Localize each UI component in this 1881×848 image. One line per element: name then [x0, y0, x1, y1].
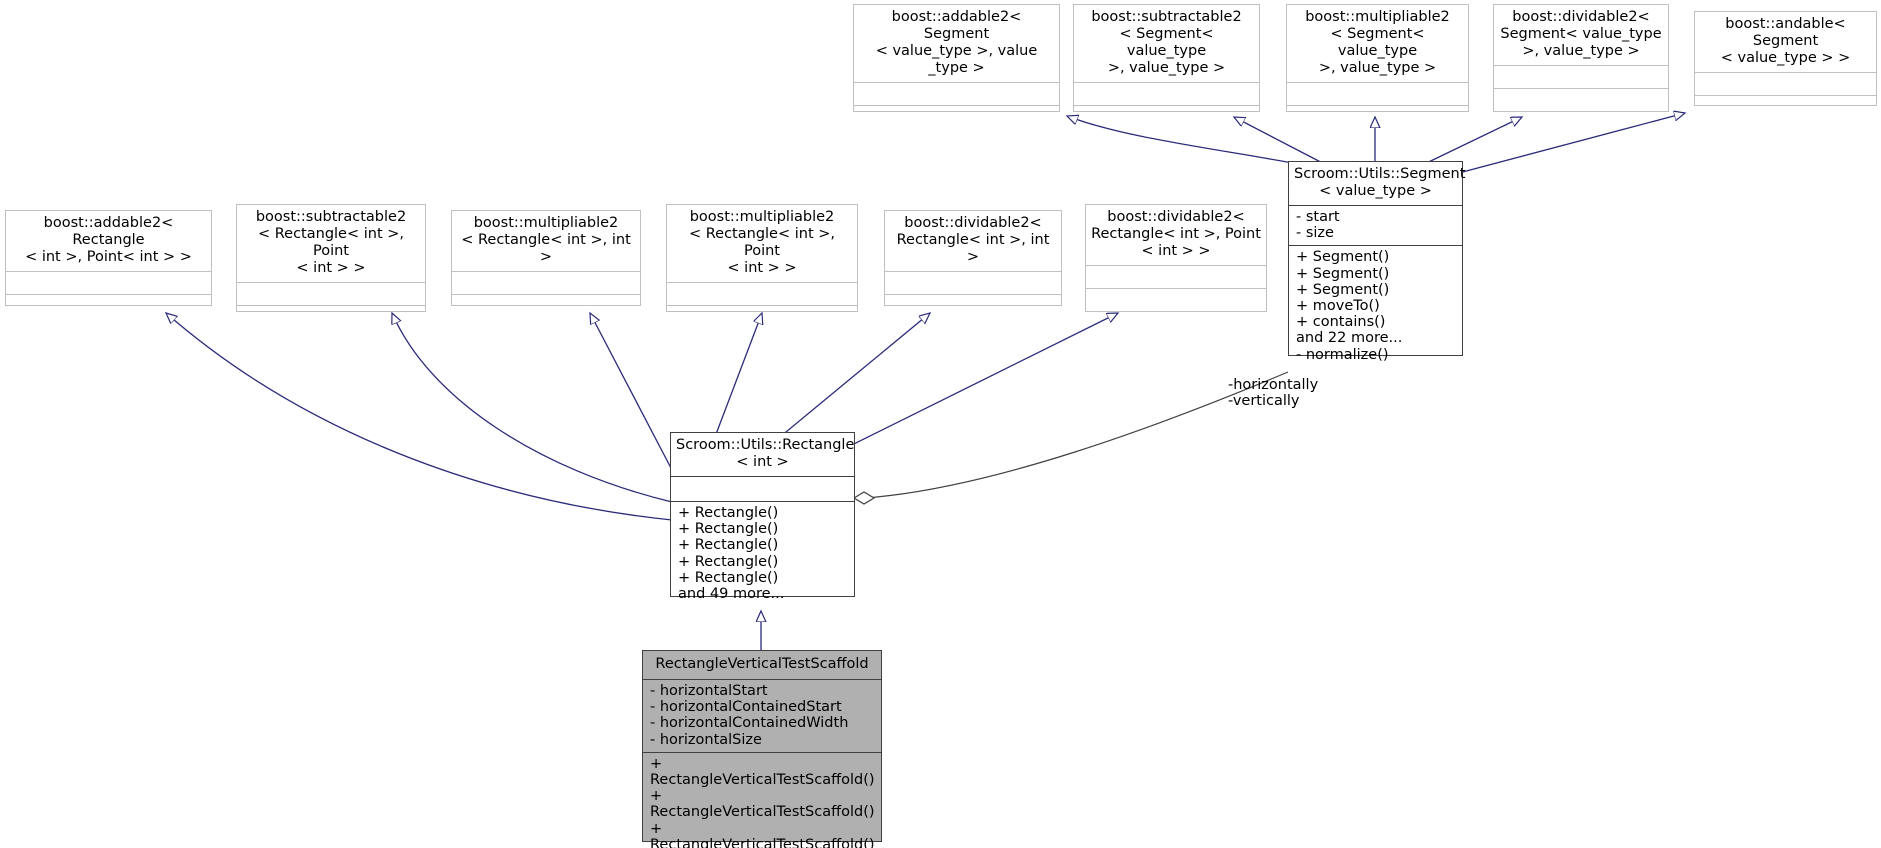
class-box-addable2-segment[interactable]: boost::addable2< Segment < value_type >,…	[853, 4, 1060, 112]
operations-compartment: + Segment() + Segment() + Segment() + mo…	[1296, 249, 1403, 363]
compartment-divider	[1086, 288, 1266, 289]
operations-compartment	[6, 295, 211, 317]
class-box-rectangle[interactable]: Scroom::Utils::Rectangle < int > + Recta…	[670, 432, 855, 602]
compartment-divider	[1494, 88, 1668, 89]
attributes-compartment	[885, 272, 1061, 294]
compartment-divider	[1287, 82, 1468, 83]
class-box-dividable2-rectangle-point[interactable]: boost::dividable2< Rectangle< int >, Poi…	[1085, 204, 1267, 312]
compartment-divider	[237, 305, 425, 306]
attributes-compartment	[1494, 66, 1668, 88]
attributes-compartment	[1287, 83, 1468, 105]
attributes-compartment	[1086, 266, 1266, 288]
compartment-divider	[885, 294, 1061, 295]
compartment-divider	[667, 282, 857, 283]
compartment-divider	[667, 305, 857, 306]
compartment-divider	[1086, 265, 1266, 266]
class-title: Scroom::Utils::Rectangle < int >	[671, 433, 854, 477]
operations-compartment: + RectangleVerticalTestScaffold() + Rect…	[650, 755, 875, 848]
compartment-divider	[6, 271, 211, 272]
class-title: boost::subtractable2 < Segment< value_ty…	[1091, 9, 1242, 76]
compartment-divider	[452, 294, 640, 295]
attributes-compartment	[6, 272, 211, 294]
operations-compartment	[452, 295, 640, 317]
compartment-divider	[1695, 72, 1876, 73]
class-title: boost::dividable2< Rectangle< int >, int…	[896, 215, 1050, 265]
compartment-divider	[885, 271, 1061, 272]
operations-compartment	[1074, 106, 1259, 128]
compartment-divider	[643, 751, 881, 753]
operations-compartment	[1287, 106, 1468, 128]
class-box-multipliable2-rectangle-point[interactable]: boost::multipliable2 < Rectangle< int >,…	[666, 204, 858, 312]
class-title: boost::multipliable2 < Rectangle< int >,…	[461, 215, 631, 265]
attributes-compartment	[1695, 73, 1876, 95]
class-title: boost::dividable2< Rectangle< int >, Poi…	[1091, 209, 1261, 259]
operations-compartment	[1086, 289, 1266, 311]
attributes-compartment: - horizontalStart - horizontalContainedS…	[650, 683, 849, 748]
compartment-divider	[1289, 245, 1462, 247]
operations-compartment	[1695, 96, 1876, 118]
association-role-labels: -horizontally -vertically	[1228, 377, 1319, 409]
class-title: boost::subtractable2 < Rectangle< int >,…	[255, 209, 407, 276]
operations-compartment: + Rectangle() + Rectangle() + Rectangle(…	[678, 505, 785, 603]
class-box-rectangle-vertical-test-scaffold[interactable]: RectangleVerticalTestScaffold - horizont…	[642, 650, 882, 848]
class-title: boost::dividable2< Segment< value_type >…	[1500, 9, 1662, 59]
class-title: Scroom::Utils::Segment < value_type >	[1289, 162, 1465, 206]
compartment-divider	[6, 294, 211, 295]
compartment-divider	[854, 105, 1059, 106]
compartment-divider	[1074, 105, 1259, 106]
class-box-multipliable2-rectangle-int[interactable]: boost::multipliable2 < Rectangle< int >,…	[451, 210, 641, 306]
attributes-compartment	[667, 283, 857, 305]
attributes-compartment	[237, 283, 425, 305]
compartment-divider	[1287, 105, 1468, 106]
compartment-divider	[854, 82, 1059, 83]
operations-compartment	[885, 295, 1061, 317]
class-box-dividable2-rectangle-int[interactable]: boost::dividable2< Rectangle< int >, int…	[884, 210, 1062, 306]
class-box-segment[interactable]: Scroom::Utils::Segment < value_type > - …	[1288, 161, 1465, 363]
class-title: boost::multipliable2 < Segment< value_ty…	[1305, 9, 1450, 76]
class-title: boost::addable2< Rectangle < int >, Poin…	[25, 215, 192, 265]
compartment-divider	[1074, 82, 1259, 83]
attributes-compartment	[452, 272, 640, 294]
class-box-andable-segment[interactable]: boost::andable< Segment < value_type > >	[1694, 11, 1877, 106]
attributes-compartment	[854, 83, 1059, 105]
class-title: boost::andable< Segment < value_type > >	[1720, 16, 1851, 66]
operations-compartment	[854, 106, 1059, 128]
attributes-compartment: - start - size	[1296, 209, 1340, 242]
compartment-divider	[237, 282, 425, 283]
compartment-divider	[1695, 95, 1876, 96]
operations-compartment	[1494, 89, 1668, 111]
compartment-divider	[452, 271, 640, 272]
class-title: boost::multipliable2 < Rectangle< int >,…	[688, 209, 836, 276]
operations-compartment	[667, 306, 857, 328]
compartment-divider	[671, 501, 854, 502]
class-box-multipliable2-segment[interactable]: boost::multipliable2 < Segment< value_ty…	[1286, 4, 1469, 112]
operations-compartment	[237, 306, 425, 328]
compartment-divider	[1494, 65, 1668, 66]
attributes-compartment	[1074, 83, 1259, 105]
class-box-addable2-rectangle[interactable]: boost::addable2< Rectangle < int >, Poin…	[5, 210, 212, 306]
class-title: RectangleVerticalTestScaffold	[643, 651, 881, 680]
class-box-dividable2-segment[interactable]: boost::dividable2< Segment< value_type >…	[1493, 4, 1669, 112]
class-box-subtractable2-rectangle[interactable]: boost::subtractable2 < Rectangle< int >,…	[236, 204, 426, 312]
attributes-compartment	[671, 477, 854, 501]
class-title: boost::addable2< Segment < value_type >,…	[875, 9, 1038, 76]
class-box-subtractable2-segment[interactable]: boost::subtractable2 < Segment< value_ty…	[1073, 4, 1260, 112]
